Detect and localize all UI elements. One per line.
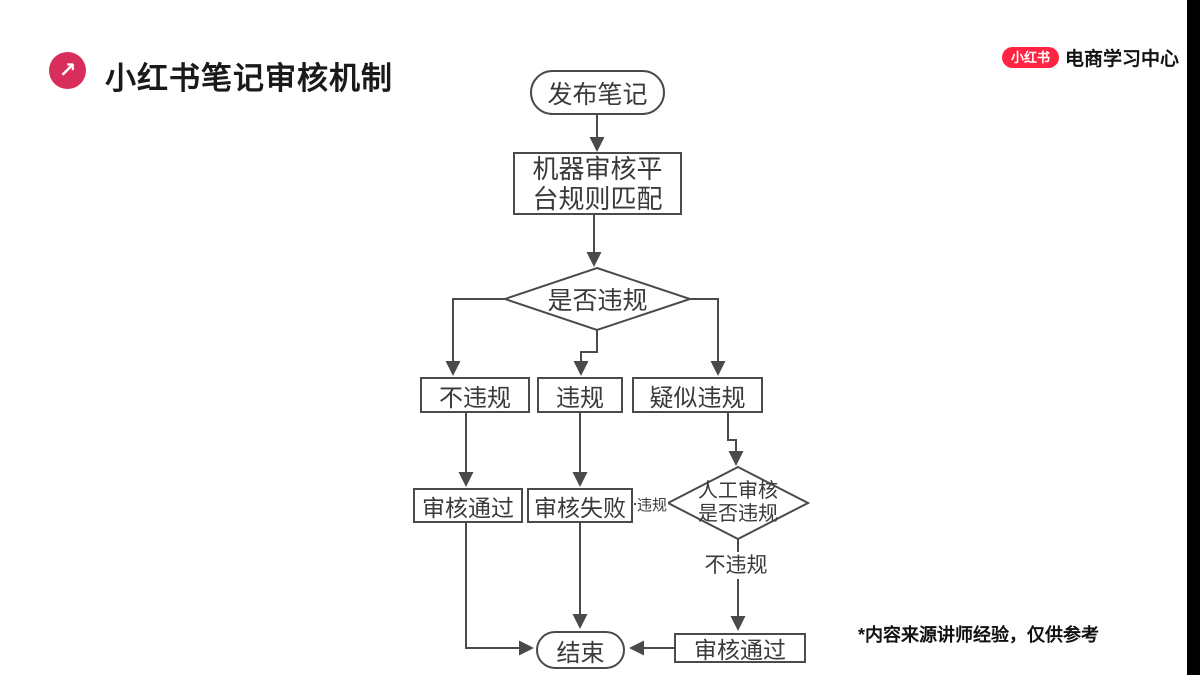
footnote: *内容来源讲师经验，仅供参考 (858, 625, 1100, 645)
edge-passed-to-end (465, 523, 534, 656)
node-decision-machine: 是否违规 (547, 287, 648, 315)
node-start: 发布笔记 (530, 70, 665, 115)
screen-edge-bar (1187, 0, 1200, 675)
edge-suspected-to-decision2 (727, 413, 744, 466)
arrow-glyph: ↗ (58, 59, 77, 82)
brand-lockup: 小红书 电商学习中心 (1002, 44, 1179, 70)
node-end: 结束 (536, 631, 625, 669)
decision2-diamond-shape (665, 465, 811, 541)
node-branch-suspected: 疑似违规 (632, 377, 763, 413)
edge-label-no-violation: 不违规 (700, 552, 772, 579)
edge-decision1-to-suspected (690, 298, 726, 376)
node-manual-review-passed: 审核通过 (674, 633, 806, 663)
decision-manual-line1: 人工审核 (698, 480, 778, 502)
edge-decision1-to-no-violation (445, 298, 505, 376)
edge-label-violation: 违规 (636, 495, 668, 515)
page-title: 小红书笔记审核机制 (105, 61, 393, 96)
node-branch-no-violation: 不违规 (420, 377, 530, 413)
edge-decision1-to-violation (573, 330, 598, 376)
node-review-passed: 审核通过 (413, 488, 523, 523)
node-decision-manual: 人工审核 是否违规 (668, 480, 808, 526)
node-review-failed: 审核失败 (527, 488, 633, 523)
decision1-diamond-shape (501, 266, 694, 332)
arrow-up-right-icon: ↗ (49, 52, 86, 89)
node-branch-violation: 违规 (537, 377, 623, 413)
decision-manual-line2: 是否违规 (698, 503, 778, 525)
xiaohongshu-logo-badge: 小红书 (1002, 46, 1060, 68)
brand-text: 电商学习中心 (1065, 48, 1180, 70)
node-machine-review: 机器审核平台规则匹配 (513, 152, 682, 215)
